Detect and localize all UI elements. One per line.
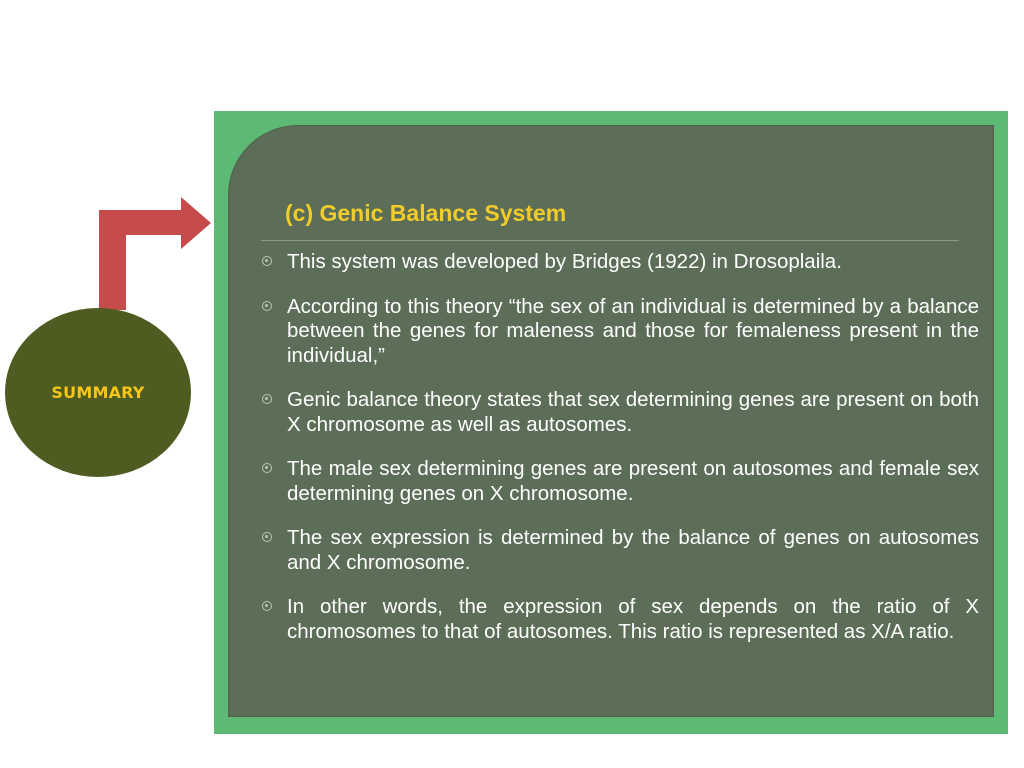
slide-title: (c) Genic Balance System: [285, 200, 567, 226]
circle-bullet-icon: [262, 601, 272, 611]
title-divider: [261, 240, 959, 241]
circle-bullet-icon: [262, 256, 272, 266]
summary-circle[interactable]: SUMMARY: [5, 308, 191, 477]
slide-frame: (c) Genic Balance System This system was…: [214, 111, 1008, 734]
bullet-text: This system was developed by Bridges (19…: [287, 250, 842, 273]
bullet-item: According to this theory “the sex of an …: [261, 295, 979, 369]
bullet-item: In other words, the expression of sex de…: [261, 595, 979, 644]
bullet-text: The male sex determining genes are prese…: [287, 457, 979, 505]
elbow-arrow-shaft: [99, 210, 185, 235]
bullet-list: This system was developed by Bridges (19…: [261, 250, 979, 664]
circle-bullet-icon: [262, 463, 272, 473]
bullet-item: This system was developed by Bridges (19…: [261, 250, 979, 275]
circle-bullet-icon: [262, 394, 272, 404]
bullet-text: According to this theory “the sex of an …: [287, 294, 979, 367]
bullet-item: The male sex determining genes are prese…: [261, 457, 979, 506]
arrow-head-icon: [181, 197, 211, 249]
circle-bullet-icon: [262, 532, 272, 542]
circle-bullet-icon: [262, 300, 272, 311]
bullet-item: Genic balance theory states that sex det…: [261, 388, 979, 437]
bullet-text: In other words, the expression of sex de…: [287, 595, 979, 643]
summary-label: SUMMARY: [51, 383, 145, 402]
slide-content-panel: (c) Genic Balance System This system was…: [228, 125, 994, 717]
bullet-item: The sex expression is determined by the …: [261, 526, 979, 575]
bullet-text: The sex expression is determined by the …: [287, 526, 979, 574]
bullet-text: Genic balance theory states that sex det…: [287, 388, 979, 436]
